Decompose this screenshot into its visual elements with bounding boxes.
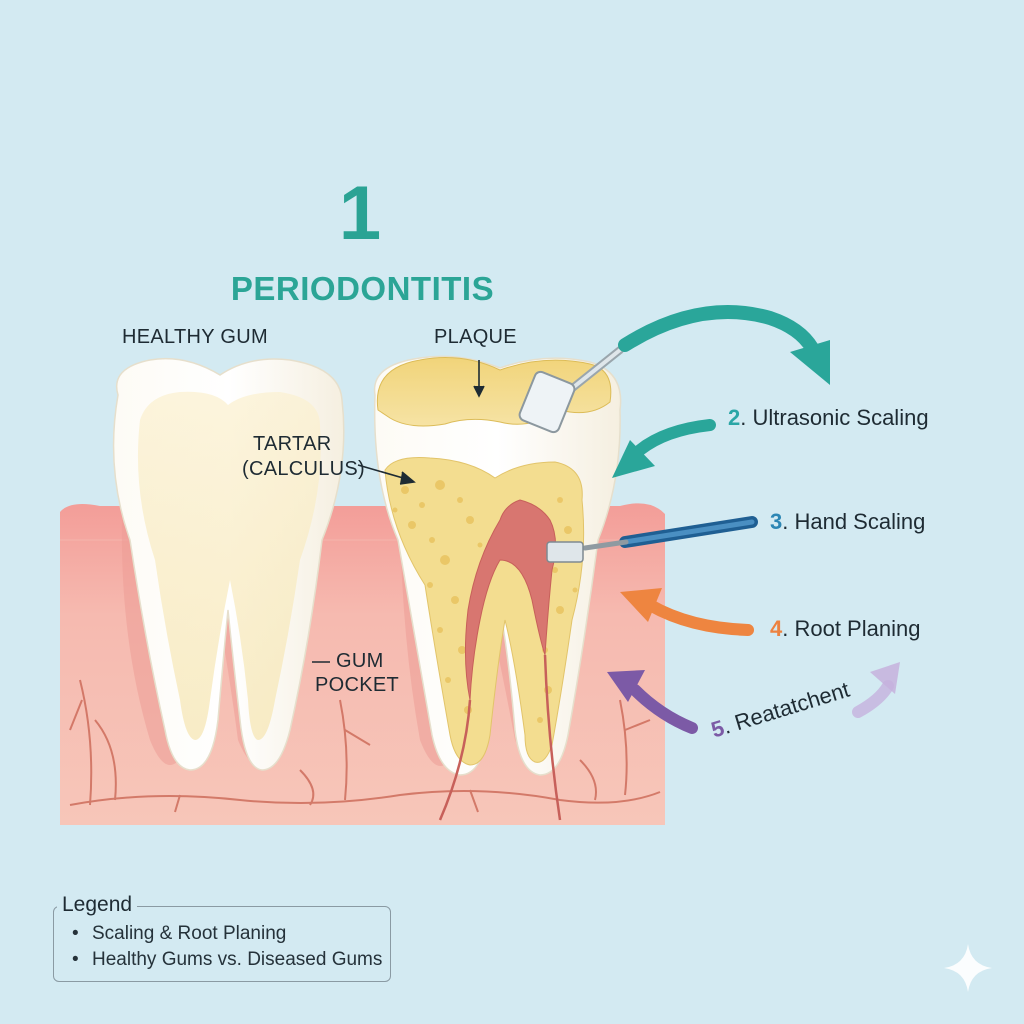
legend (53, 906, 391, 982)
diseased-tooth (373, 355, 622, 821)
tartar-texture (392, 480, 578, 723)
bullet-icon: • (72, 923, 79, 944)
step-ultrasonic-scaling: 2. Ultrasonic Scaling (728, 405, 929, 431)
pulp (464, 499, 556, 701)
step-number: 1 (338, 171, 382, 256)
step-hand-scaling: 3. Hand Scaling (770, 509, 925, 535)
step-label: . Root Planing (782, 616, 921, 641)
step-label: . Ultrasonic Scaling (740, 405, 929, 430)
sparkle-icon (944, 944, 992, 992)
page-title: PERIODONTITIS (230, 270, 495, 307)
arrow-icon (620, 588, 754, 636)
ultrasonic-arrows (612, 305, 830, 478)
healthy-gum-label: HEALTHY GUM (122, 326, 268, 348)
tartar-label: TARTAR (253, 433, 332, 455)
gum-pocket-label: GUM (336, 650, 384, 672)
step-number: 4 (770, 616, 783, 641)
gum-pocket-label-line2: POCKET (315, 674, 400, 696)
step-number: 3 (770, 509, 783, 534)
step-root-planing: 4. Root Planing (770, 616, 920, 642)
calculus-label: (CALCULUS) (242, 458, 366, 480)
healthy-tooth (112, 357, 345, 771)
blood-vessels (69, 679, 661, 813)
hand-scaler-icon (546, 516, 758, 563)
bullet-icon: • (72, 949, 79, 970)
curved-arrow-icon (607, 662, 900, 734)
legend-title: Legend (57, 893, 138, 917)
step-label: . Hand Scaling (782, 509, 926, 534)
plaque-label: PLAQUE (434, 326, 517, 348)
step-number: 2 (728, 405, 741, 430)
ultrasonic-scaler-icon (518, 346, 624, 434)
legend-item: • Scaling & Root Planing (72, 923, 286, 945)
label-pointers (312, 360, 485, 663)
legend-item: • Healthy Gums vs. Diseased Gums (72, 949, 382, 971)
legend-item-label: Healthy Gums vs. Diseased Gums (92, 949, 383, 970)
legend-item-label: Scaling & Root Planing (92, 923, 287, 944)
